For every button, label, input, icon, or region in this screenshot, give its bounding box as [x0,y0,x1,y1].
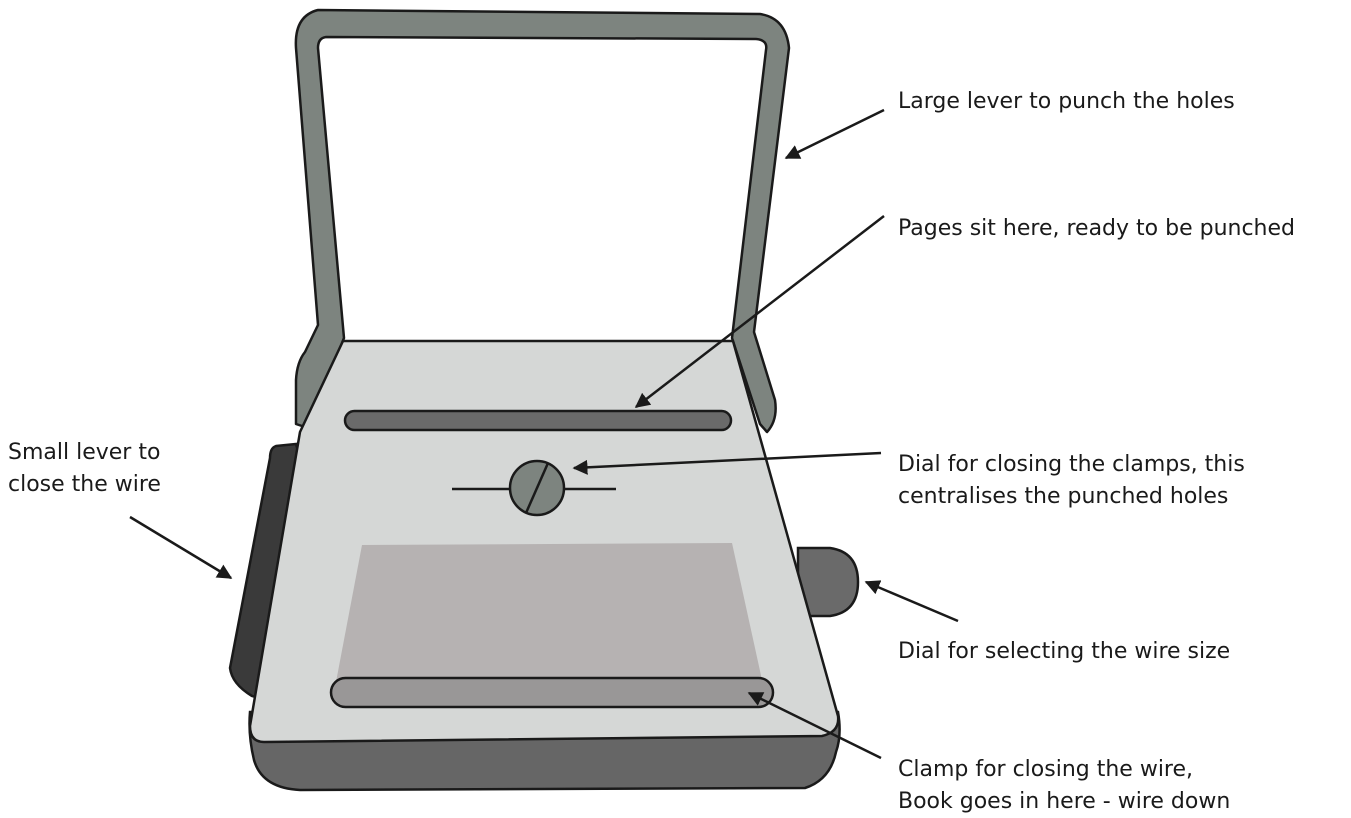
label-line: Large lever to punch the holes [898,89,1235,114]
label-line: close the wire [8,472,161,497]
label-line: Clamp for closing the wire, [898,757,1194,782]
label-clamp-dial: Dial for closing the clamps, this centra… [898,449,1245,513]
clamp-dial-indicator [524,462,550,514]
arrow-large-lever [784,108,885,160]
wire-closing-area [336,543,762,682]
arrow-wire-size-dial [864,580,959,623]
label-small-lever: Small lever to close the wire [8,437,161,501]
label-line: centralises the punched holes [898,484,1229,509]
label-line: Dial for selecting the wire size [898,639,1231,664]
arrow-clamp-dial [572,451,882,475]
label-line: Book goes in here - wire down [898,789,1231,814]
label-pages-area: Pages sit here, ready to be punched [898,213,1295,245]
small-lever[interactable] [228,442,302,702]
arrow-wire-clamp [747,691,882,760]
pages-slot [343,409,733,432]
label-line: Pages sit here, ready to be punched [898,216,1295,241]
label-line: Dial for closing the clamps, this [898,452,1245,477]
label-line: Small lever to [8,440,161,465]
wire-size-dial[interactable] [796,546,860,618]
label-wire-size-dial: Dial for selecting the wire size [898,636,1230,668]
arrow-pages-area [634,215,885,408]
wire-clamp-bar[interactable] [329,676,775,709]
large-lever[interactable] [294,8,791,434]
label-wire-clamp: Clamp for closing the wire, Book goes in… [898,754,1230,818]
label-large-lever: Large lever to punch the holes [898,86,1235,118]
arrow-small-lever [129,515,233,580]
